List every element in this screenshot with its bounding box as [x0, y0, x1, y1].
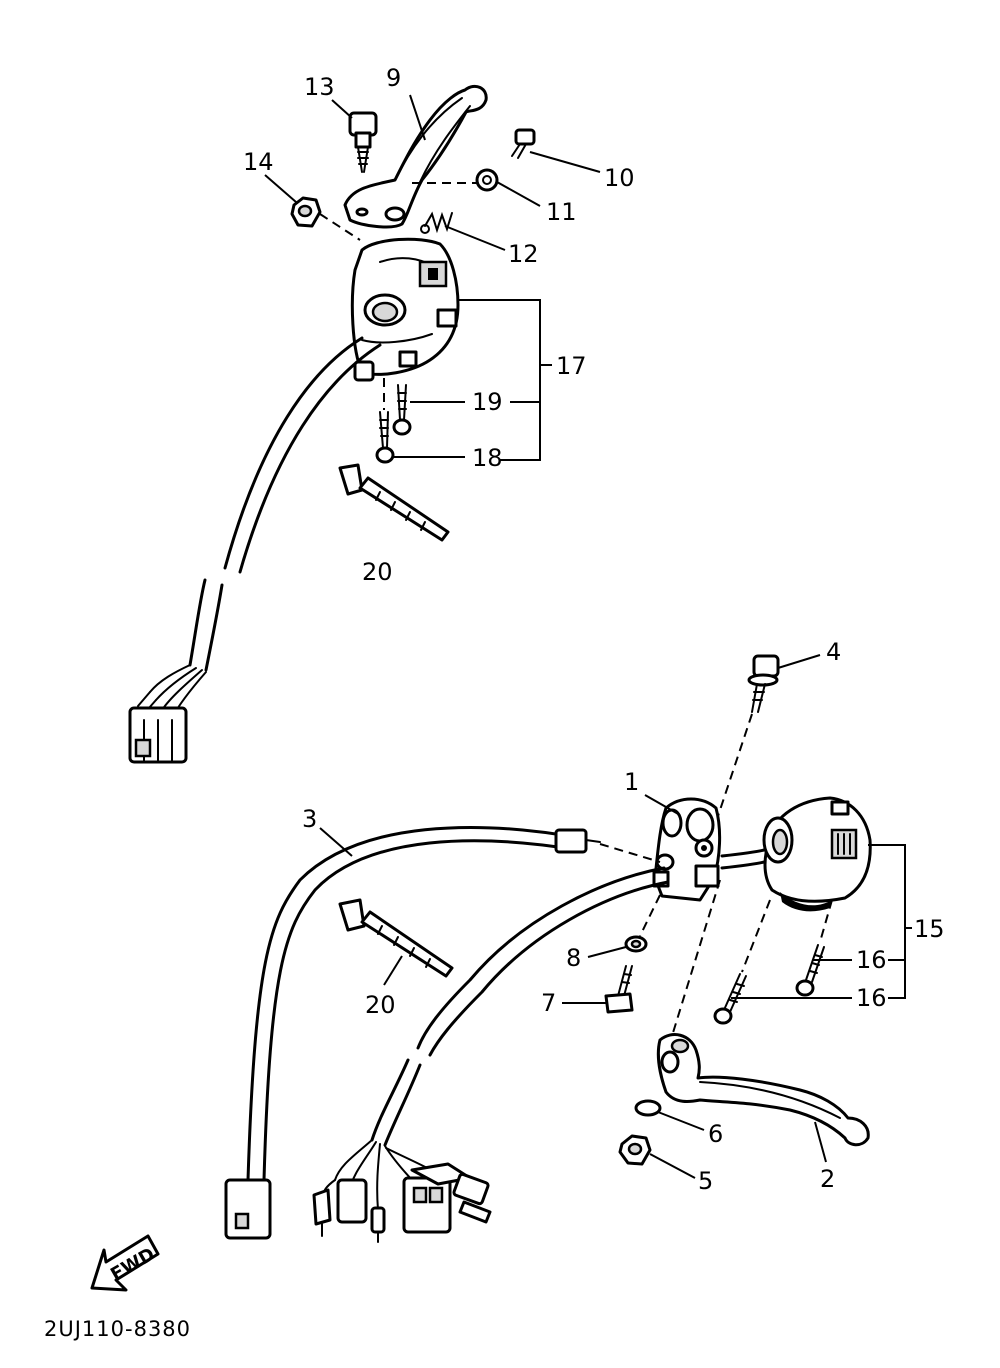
callout-19: 19 — [472, 388, 503, 416]
clutch-lever — [343, 84, 488, 229]
left-switch-wiring — [137, 336, 382, 719]
cable-tie-upper — [338, 463, 450, 542]
callout-7: 7 — [541, 989, 556, 1017]
callout-8: 8 — [566, 944, 581, 972]
cable-tie-lower — [338, 898, 454, 978]
callout-12: 12 — [508, 240, 539, 268]
callout-11: 11 — [546, 198, 577, 226]
callout-2: 2 — [820, 1165, 835, 1193]
bolt-4 — [709, 654, 780, 841]
callout-16-lower: 16 — [856, 984, 887, 1012]
right-switch-wiring — [319, 866, 670, 1211]
nut-11 — [475, 168, 499, 192]
right-harness-connectors — [312, 1162, 492, 1243]
left-switch-housing — [350, 237, 460, 382]
screw-19 — [392, 384, 412, 436]
callout-6: 6 — [708, 1120, 723, 1148]
callout-4: 4 — [826, 638, 841, 666]
washer-8 — [624, 894, 661, 953]
callout-16-upper: 16 — [856, 946, 887, 974]
fwd-arrow: FWD — [90, 1234, 160, 1292]
brake-lever — [656, 879, 870, 1147]
screw-16-lower — [713, 899, 771, 1025]
callout-20-upper: 20 — [362, 558, 393, 586]
left-harness-connector — [128, 706, 188, 764]
screw-16-upper — [795, 899, 833, 997]
callout-10: 10 — [604, 164, 635, 192]
callout-15: 15 — [914, 915, 945, 943]
nut-14 — [290, 196, 322, 228]
callout-20-lower: 20 — [365, 991, 396, 1019]
lever-bracket — [652, 797, 722, 902]
pivot-bolt-13 — [348, 111, 378, 173]
cable-3-connector — [224, 1178, 272, 1240]
callout-17: 17 — [556, 352, 587, 380]
bolt-7 — [604, 965, 634, 1014]
callout-18: 18 — [472, 444, 503, 472]
screw-10 — [511, 128, 536, 159]
screw-18 — [375, 378, 395, 464]
diagram-code: 2UJ110-8380 — [44, 1317, 191, 1341]
o-ring-6 — [634, 1099, 662, 1117]
callout-14: 14 — [243, 148, 274, 176]
callout-13: 13 — [304, 73, 335, 101]
cable-3 — [246, 826, 661, 1182]
spring-12 — [420, 211, 453, 234]
callout-9: 9 — [386, 64, 401, 92]
callout-1: 1 — [624, 768, 639, 796]
nut-5 — [618, 1134, 652, 1166]
callout-3: 3 — [302, 805, 317, 833]
callout-5: 5 — [698, 1167, 713, 1195]
right-switch-housing — [720, 796, 872, 912]
